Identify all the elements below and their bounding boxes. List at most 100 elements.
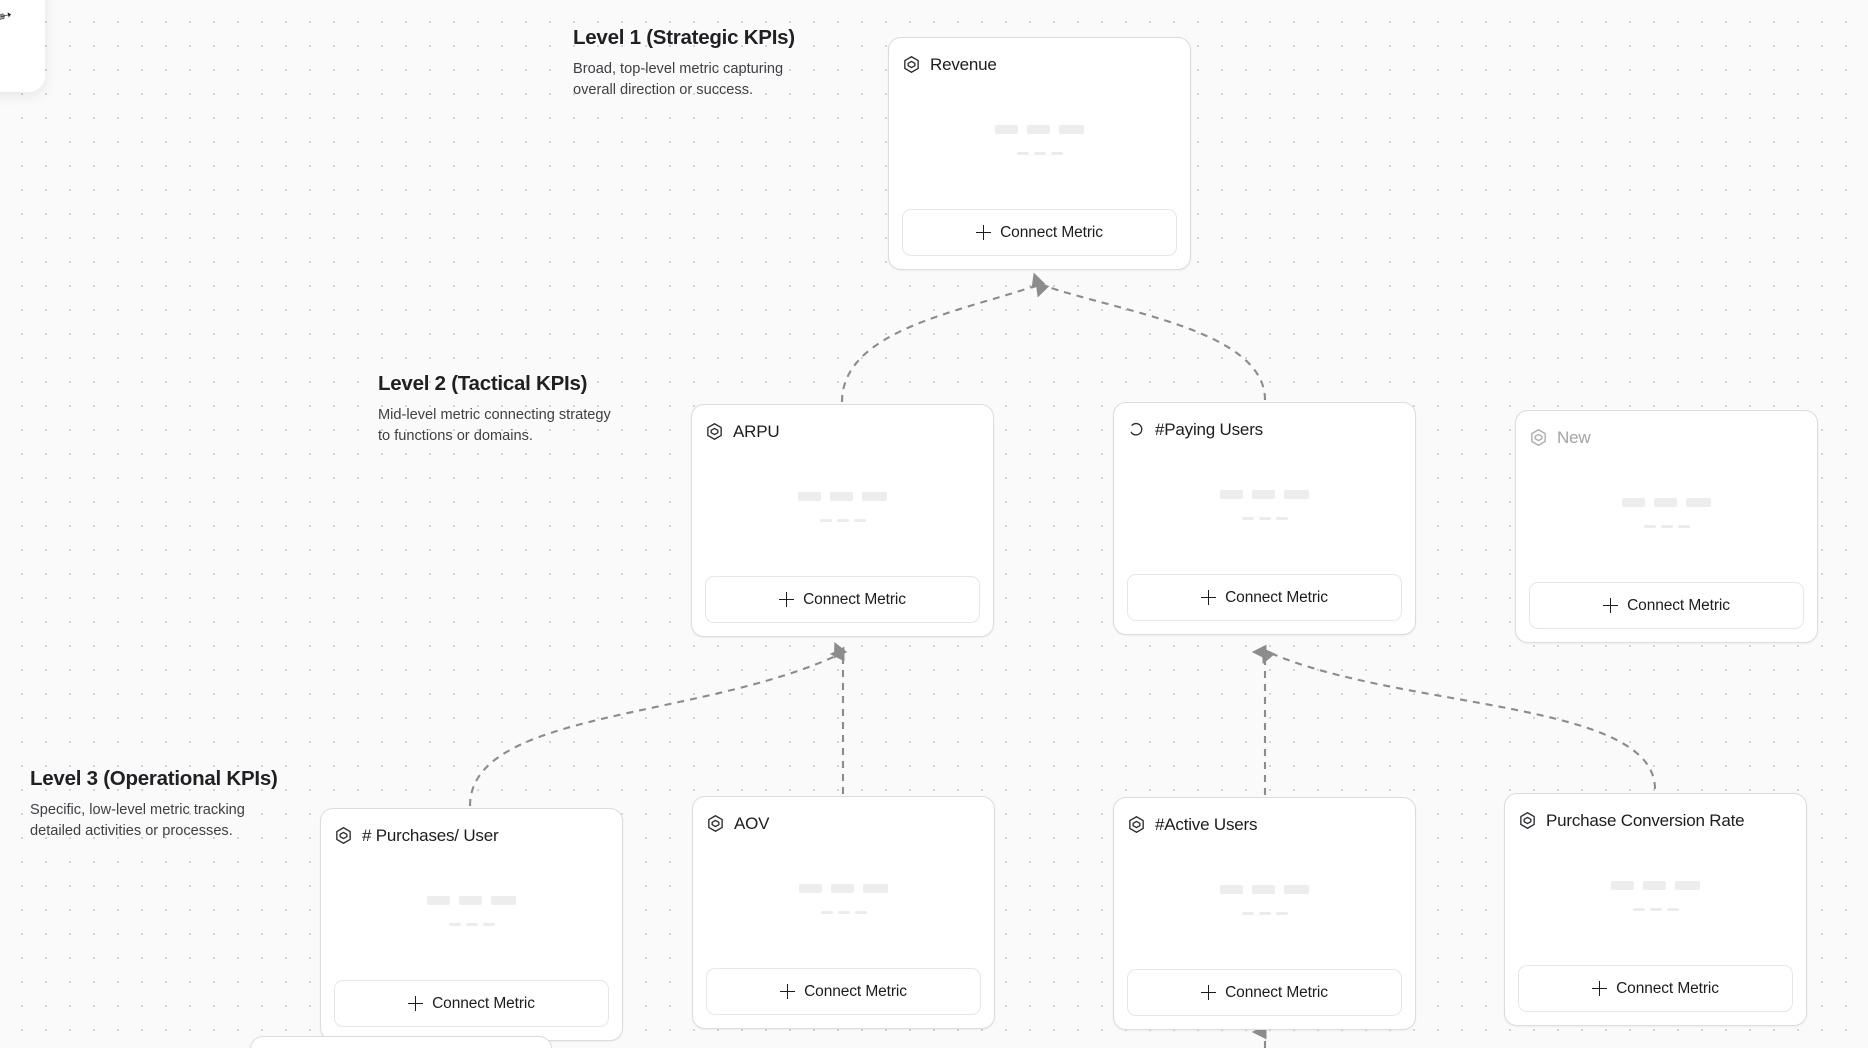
- skeleton-bar: [1059, 124, 1084, 134]
- skeleton-bar: [1027, 124, 1050, 134]
- skeleton-bar: [448, 922, 461, 926]
- skeleton-bar: [837, 910, 850, 914]
- skeleton-bar: [1284, 884, 1309, 894]
- edge-pcr-paying: [1261, 647, 1657, 790]
- connect-metric-label: Connect Metric: [1627, 596, 1730, 614]
- hexagon-target-icon: [902, 55, 921, 74]
- skeleton-bar: [1660, 524, 1673, 528]
- skeleton-row-large: [427, 895, 516, 905]
- skeleton-bar: [465, 922, 478, 926]
- connect-metric-button[interactable]: Connect Metric: [705, 576, 980, 623]
- skeleton-bar: [799, 883, 822, 893]
- level-1-label-group: Level 1 (Strategic KPIs) Broad, top-leve…: [573, 26, 818, 101]
- card-title: # Purchases/ User: [362, 825, 499, 845]
- metric-card-active-users[interactable]: #Active Users Connect Metric: [1113, 797, 1416, 1030]
- level-2-description: Mid-level metric connecting strategy to …: [378, 407, 611, 444]
- skeleton-bar: [1611, 880, 1634, 890]
- metric-card-aov[interactable]: AOV Connect Metric: [692, 796, 995, 1029]
- plus-icon: [1603, 598, 1619, 613]
- metric-card-offscreen-bottom[interactable]: [250, 1036, 552, 1048]
- skeleton-bar: [1252, 884, 1275, 894]
- skeleton-bar: [1643, 880, 1666, 890]
- skeleton-row-small: [448, 922, 495, 926]
- skeleton-row-large: [1220, 884, 1309, 894]
- skeleton-bar: [1686, 497, 1711, 507]
- metric-card-paying-users[interactable]: #Paying Users Connect Metric: [1113, 402, 1416, 635]
- connect-metric-button[interactable]: Connect Metric: [1127, 574, 1402, 621]
- skeleton-bar: [1632, 907, 1645, 911]
- connect-metric-button[interactable]: Connect Metric: [334, 980, 609, 1027]
- skeleton-bar: [1649, 907, 1662, 911]
- skeleton-bar: [1284, 489, 1309, 499]
- skeleton-bar: [1275, 516, 1288, 520]
- level-2-title: Level 2 (Tactical KPIs): [378, 372, 588, 395]
- metric-card-purchase-conversion-rate[interactable]: Purchase Conversion Rate Connect Metric: [1504, 793, 1807, 1026]
- plus-icon: [976, 225, 992, 240]
- card-title: Purchase Conversion Rate: [1546, 810, 1745, 830]
- skeleton-bar: [1033, 151, 1046, 155]
- skeleton-row-large: [1611, 880, 1700, 890]
- card-skeleton-body: [902, 76, 1177, 209]
- plus-icon: [1201, 590, 1217, 605]
- connect-metric-button[interactable]: Connect Metric: [1127, 969, 1402, 1016]
- card-skeleton-body: [1127, 836, 1402, 969]
- skeleton-bar: [1666, 907, 1679, 911]
- metric-card-arpu[interactable]: ARPU Connect Metric: [691, 404, 994, 637]
- plus-icon: [408, 996, 424, 1011]
- connect-metric-button[interactable]: Connect Metric: [1529, 582, 1804, 629]
- hexagon-target-icon: [705, 422, 724, 441]
- card-skeleton-body: [705, 443, 980, 576]
- connect-metric-button[interactable]: Connect Metric: [706, 968, 981, 1015]
- hexagon-target-icon: [1127, 815, 1146, 834]
- skeleton-bar: [1654, 497, 1677, 507]
- hexagon-target-icon: [1518, 811, 1537, 830]
- edge-purchases-arpu: [468, 642, 848, 807]
- skeleton-row-small: [819, 518, 866, 522]
- skeleton-bar: [459, 895, 482, 905]
- skeleton-row-small: [1241, 516, 1288, 520]
- connect-metric-label: Connect Metric: [1225, 588, 1328, 606]
- plus-icon: [1592, 981, 1608, 996]
- skeleton-bar: [1258, 516, 1271, 520]
- skeleton-row-large: [799, 883, 888, 893]
- connect-metric-button[interactable]: Connect Metric: [1518, 965, 1793, 1012]
- metric-card-purchases-per-user[interactable]: # Purchases/ User Connect Metric: [320, 808, 623, 1041]
- connect-metric-button[interactable]: Connect Metric: [902, 209, 1177, 256]
- skeleton-row-small: [1632, 907, 1679, 911]
- metric-card-revenue[interactable]: Revenue Connect Metric: [888, 37, 1191, 270]
- metric-card-new[interactable]: New Connect Metric: [1515, 410, 1818, 643]
- skeleton-bar: [820, 910, 833, 914]
- card-header: #Active Users: [1127, 812, 1402, 836]
- card-header: #Paying Users: [1127, 417, 1402, 441]
- card-header: # Purchases/ User: [334, 823, 609, 847]
- skeleton-bar: [1050, 151, 1063, 155]
- skeleton-bar: [491, 895, 516, 905]
- skeleton-bar: [819, 518, 832, 522]
- skeleton-row-large: [995, 124, 1084, 134]
- skeleton-bar: [1016, 151, 1029, 155]
- skeleton-bar: [1677, 524, 1690, 528]
- card-skeleton-body: [1127, 441, 1402, 574]
- hexagon-target-icon: [1529, 428, 1548, 447]
- floating-toolbar-panel[interactable]: ➳: [0, 0, 45, 92]
- plus-icon: [779, 592, 795, 607]
- edge-paying-users-revenue: [1035, 281, 1267, 401]
- card-title: ARPU: [733, 421, 780, 441]
- skeleton-bar: [1252, 489, 1275, 499]
- skeleton-bar: [1258, 911, 1271, 915]
- skeleton-bar: [1220, 884, 1243, 894]
- card-skeleton-body: [1529, 449, 1804, 582]
- skeleton-bar: [830, 491, 853, 501]
- card-title: AOV: [734, 813, 770, 833]
- skeleton-bar: [798, 491, 821, 501]
- card-header: Revenue: [902, 52, 1177, 76]
- card-skeleton-body: [334, 847, 609, 980]
- hexagon-target-icon: [706, 814, 725, 833]
- connect-metric-label: Connect Metric: [432, 994, 535, 1012]
- level-2-label-group: Level 2 (Tactical KPIs) Mid-level metric…: [378, 372, 623, 447]
- skeleton-row-small: [1016, 151, 1063, 155]
- level-3-description: Specific, low-level metric tracking deta…: [30, 802, 245, 839]
- card-skeleton-body: [706, 835, 981, 968]
- cursor-icon: ➳: [0, 4, 15, 27]
